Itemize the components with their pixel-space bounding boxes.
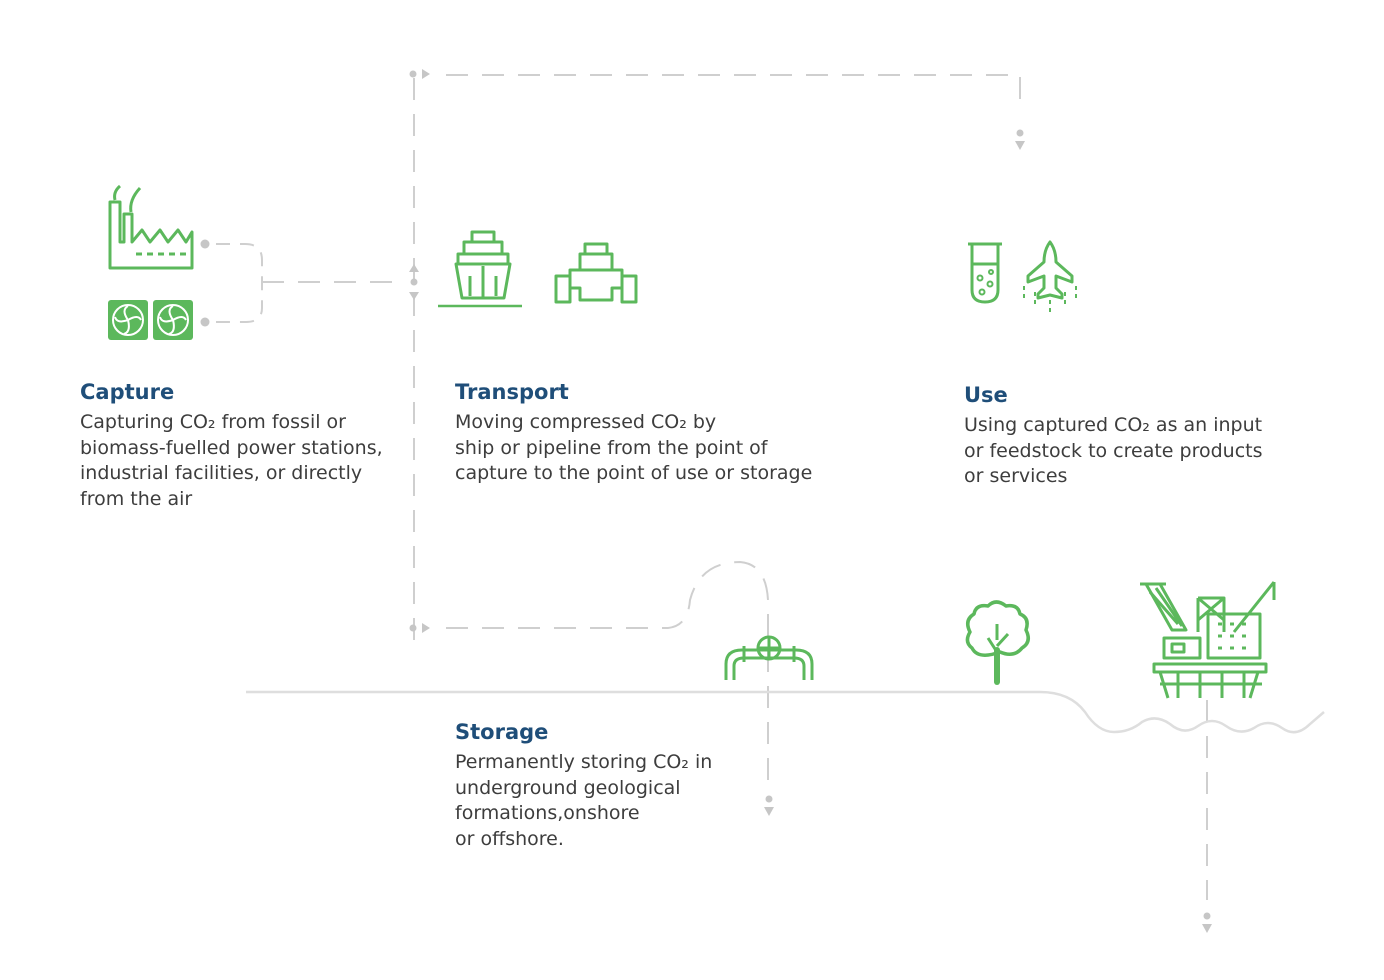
use-title: Use bbox=[964, 383, 1008, 407]
use-description: Using captured CO₂ as an input or feedst… bbox=[964, 413, 1263, 490]
storage-line: or offshore. bbox=[455, 827, 564, 850]
capture-line: Capturing CO₂ from fossil or bbox=[80, 411, 346, 433]
test-tube-icon bbox=[968, 242, 1002, 304]
storage-title: Storage bbox=[455, 720, 549, 744]
storage-description: Permanently storing CO₂ in underground g… bbox=[455, 750, 712, 852]
storage-block: Storage Permanently storing CO₂ in under… bbox=[455, 720, 712, 852]
use-line: Using captured CO₂ as an input bbox=[964, 414, 1263, 436]
transport-block: Transport Moving compressed CO₂ by ship … bbox=[455, 380, 812, 487]
use-block: Use Using captured CO₂ as an input or fe… bbox=[964, 383, 1263, 490]
use-line: or services bbox=[964, 465, 1068, 487]
connector-markers bbox=[200, 69, 1212, 933]
capture-block: Capture Capturing CO₂ from fossil or bio… bbox=[80, 380, 383, 512]
capture-title: Capture bbox=[80, 380, 175, 404]
connector-lines bbox=[216, 74, 1208, 900]
storage-line: Permanently storing CO₂ in bbox=[455, 751, 713, 773]
transport-line: ship or pipeline from the point of bbox=[455, 436, 768, 459]
connector-storage-pipe bbox=[446, 560, 769, 782]
connector-capture-bracket bbox=[216, 243, 263, 323]
capture-line: from the air bbox=[80, 487, 193, 510]
ground-line bbox=[246, 690, 1325, 734]
sea-waves bbox=[1113, 711, 1325, 734]
tree-icon bbox=[965, 600, 1030, 685]
air-capture-fans-icon bbox=[108, 300, 193, 340]
offshore-platform-icon bbox=[1140, 581, 1276, 699]
use-line: or feedstock to create products bbox=[964, 439, 1263, 462]
pipeline-icon bbox=[554, 242, 638, 304]
connector-top-loop bbox=[413, 74, 1021, 640]
aircraft-icon bbox=[1023, 240, 1077, 312]
storage-line: underground geological bbox=[455, 776, 681, 799]
pipe-valve-icon bbox=[724, 635, 814, 680]
capture-line: industrial facilities, or directly bbox=[80, 462, 363, 484]
capture-description: Capturing CO₂ from fossil or biomass-fue… bbox=[80, 410, 383, 512]
transport-line: Moving compressed CO₂ by bbox=[455, 411, 717, 433]
storage-line: formations,onshore bbox=[455, 802, 640, 824]
factory-icon bbox=[108, 184, 194, 270]
transport-description: Moving compressed CO₂ by ship or pipelin… bbox=[455, 410, 812, 487]
transport-line: capture to the point of use or storage bbox=[455, 462, 813, 484]
ship-icon bbox=[438, 230, 522, 308]
capture-line: biomass-fuelled power stations, bbox=[80, 436, 383, 459]
transport-title: Transport bbox=[455, 380, 569, 404]
